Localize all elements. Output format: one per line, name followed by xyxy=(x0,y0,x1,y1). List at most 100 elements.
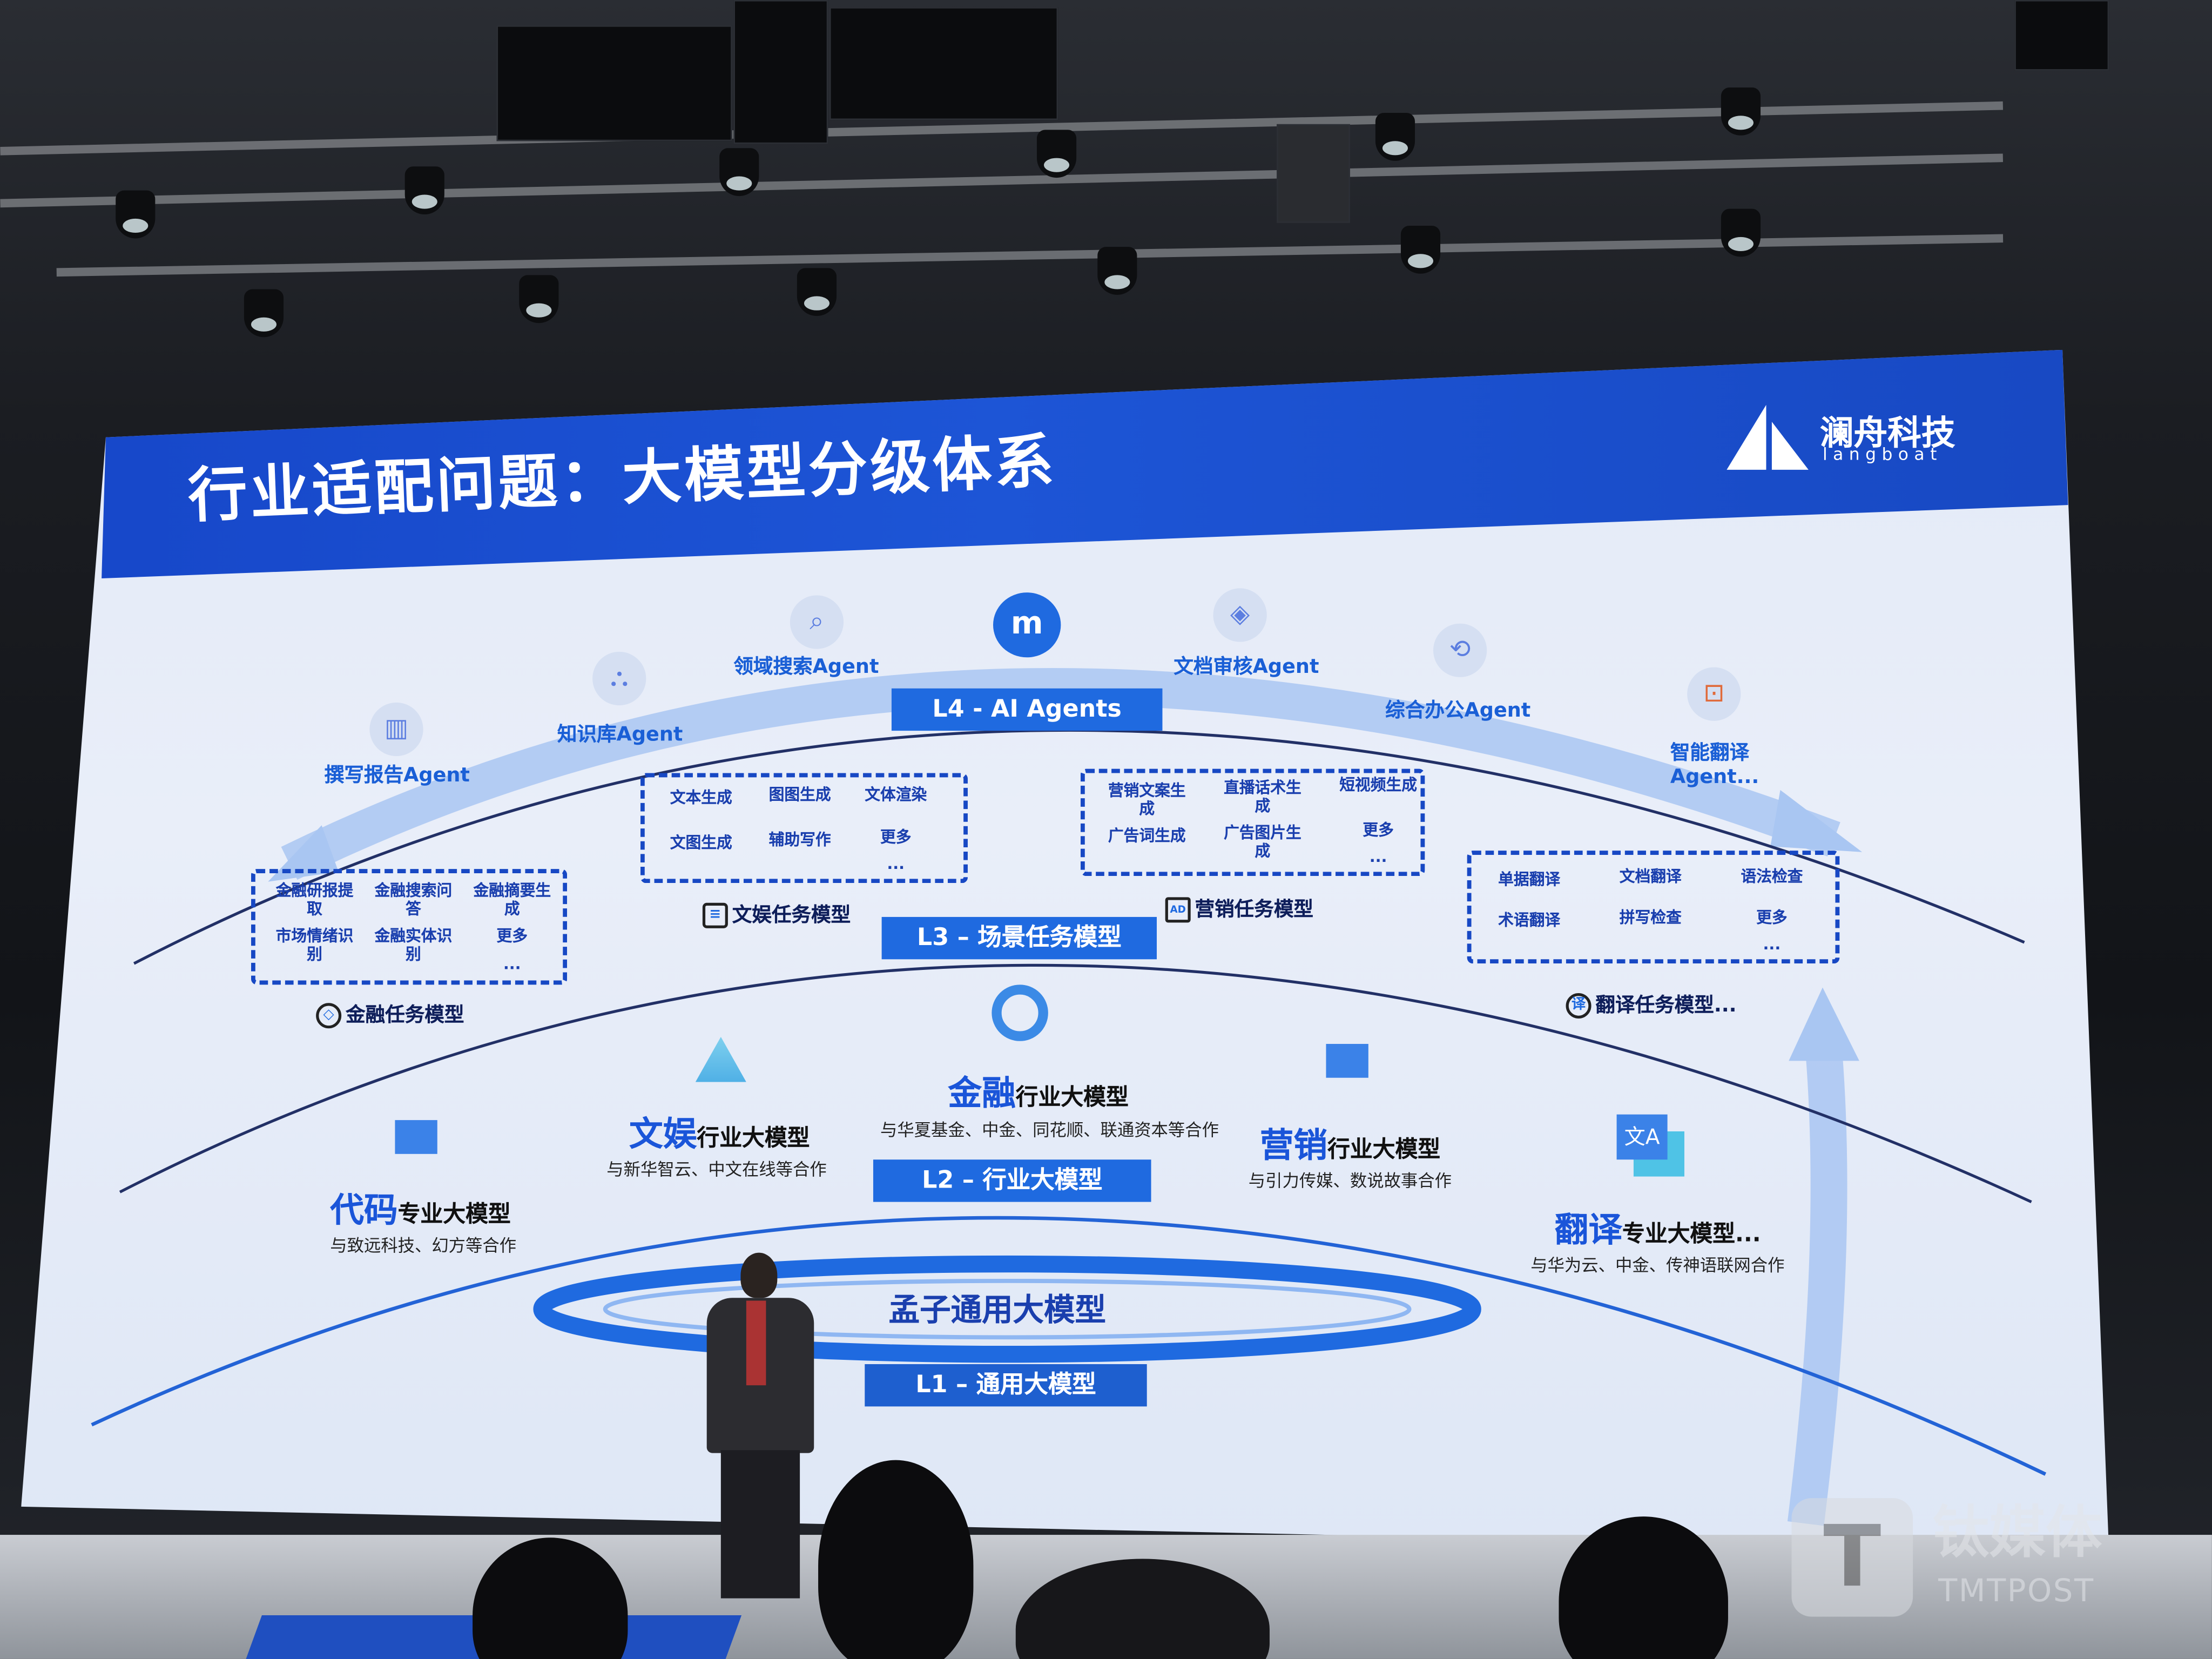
presenter-head xyxy=(740,1252,778,1298)
task-item: 广告图片生成 xyxy=(1224,824,1301,861)
stage-light xyxy=(719,148,759,197)
level-l2-label: L2 – 行业大模型 xyxy=(873,1159,1151,1202)
model-highlight: 代码 xyxy=(330,1190,398,1230)
model-rest: 行业大模型 xyxy=(1015,1083,1129,1110)
task-item: 文本生成 xyxy=(670,788,732,807)
audience-head xyxy=(1559,1516,1728,1659)
model-highlight: 营销 xyxy=(1259,1125,1328,1165)
audience-head xyxy=(818,1460,974,1659)
task-item: 更多 xyxy=(1756,908,1788,927)
marketing-model-title: 营销行业大模型 xyxy=(1260,1117,1440,1166)
entertainment-task-label: ≡文娱任务模型 xyxy=(702,900,851,928)
finance-model-partners: 与华夏基金、中金、同花顺、联通资本等合作 xyxy=(880,1120,1219,1140)
agent-arrow-head-right xyxy=(1770,790,1863,852)
task-item: 金融实体识别 xyxy=(374,927,453,964)
task-item-more: ... xyxy=(503,955,521,974)
presenter-lanyard xyxy=(746,1300,766,1386)
task-item: 直播话术生成 xyxy=(1224,778,1301,815)
translate-icon: 文A xyxy=(1616,1114,1668,1160)
task-item-more: ... xyxy=(887,854,905,873)
model-rest: 行业大模型 xyxy=(697,1124,810,1151)
chart-doc-icon: ▥ xyxy=(369,702,423,757)
task-item-more: ... xyxy=(1763,935,1781,954)
task-item: 金融搜索问答 xyxy=(374,881,453,919)
task-item: 更多 xyxy=(1363,821,1394,840)
sail-logo-icon xyxy=(1727,404,1809,470)
entertainment-task-box: 文本生成 图图生成 文体渲染 文图生成 辅助写作 更多 ... xyxy=(640,773,968,884)
agent-translation-line1: 智能翻译 xyxy=(1670,742,1750,765)
logo-sub: langboat xyxy=(1822,444,1943,464)
agent-domain-search: 领域搜索Agent xyxy=(733,656,879,679)
translation-task-box: 单据翻译 文档翻译 语法检查 术语翻译 拼写检查 更多 ... xyxy=(1467,851,1840,964)
marketing-task-text: 营销任务模型 xyxy=(1195,898,1313,921)
task-item-more: ... xyxy=(1369,847,1387,866)
task-item: 金融摘要生成 xyxy=(473,881,551,919)
logo-name: 澜舟科技 xyxy=(1819,413,1955,453)
model-rest: 专业大模型... xyxy=(1622,1220,1761,1247)
layers-icon: ◈ xyxy=(1213,588,1267,642)
translation-task-text: 翻译任务模型... xyxy=(1595,994,1737,1017)
model-highlight: 翻译 xyxy=(1554,1210,1623,1250)
level-l3-label: L3 – 场景任务模型 xyxy=(881,916,1157,960)
agent-flow-arrow xyxy=(281,668,1840,880)
agent-arrow-head-left xyxy=(268,825,339,882)
task-item: 拼写检查 xyxy=(1619,908,1682,927)
stage-light xyxy=(404,166,444,215)
stage-light xyxy=(519,275,559,323)
finance-model-title: 金融行业大模型 xyxy=(948,1065,1128,1114)
task-item: 单据翻译 xyxy=(1498,870,1561,889)
diamond-icon: ◇ xyxy=(316,1003,342,1029)
entertainment-model-title: 文娱行业大模型 xyxy=(629,1106,810,1155)
task-item: 营销文案生成 xyxy=(1108,781,1186,819)
agent-document-review: 文档审核Agent xyxy=(1174,656,1319,679)
office-icon: ⟲ xyxy=(1433,623,1487,677)
agent-translation-line2: Agent... xyxy=(1670,766,1759,789)
base-model-ring xyxy=(533,1255,1481,1363)
agent-knowledge-base: 知识库Agent xyxy=(557,724,683,746)
translation-model-partners: 与华为云、中金、传神语联网合作 xyxy=(1530,1255,1785,1276)
code-model-partners: 与致远科技、幻方等合作 xyxy=(330,1236,517,1256)
model-highlight: 金融 xyxy=(948,1073,1016,1114)
task-item: 文图生成 xyxy=(670,833,732,852)
stage-light xyxy=(116,190,156,239)
ceiling-speaker xyxy=(1277,124,1350,223)
marketing-task-box: 营销文案生成 直播话术生成 短视频生成 广告词生成 广告图片生成 更多 ... xyxy=(1080,768,1425,876)
ceiling-speaker xyxy=(496,25,732,141)
stage-light xyxy=(1375,112,1415,161)
presenter xyxy=(698,1252,820,1606)
ceiling-speaker xyxy=(733,0,828,144)
rise-arrow-head xyxy=(1789,987,1859,1061)
audience-head xyxy=(473,1537,628,1659)
stage-light xyxy=(1097,247,1137,295)
stage-light xyxy=(1400,225,1441,274)
task-item: 文档翻译 xyxy=(1619,867,1682,886)
model-rest: 专业大模型 xyxy=(397,1200,511,1228)
rise-arrow xyxy=(1787,1035,1847,1526)
presenter-legs xyxy=(720,1450,800,1599)
l2-arc xyxy=(91,1216,2047,1476)
stage-light xyxy=(244,289,284,338)
marketing-model-partners: 与引力传媒、数说故事合作 xyxy=(1248,1171,1452,1191)
task-item: 金融研报提取 xyxy=(275,881,354,919)
translation-task-label: 译翻译任务模型... xyxy=(1566,990,1737,1019)
ad-icon: AD xyxy=(1165,897,1191,923)
model-highlight: 文娱 xyxy=(629,1114,697,1154)
entertainment-task-text: 文娱任务模型 xyxy=(732,904,851,927)
model-rest: 行业大模型 xyxy=(1327,1135,1441,1163)
agent-office: 综合办公Agent xyxy=(1385,699,1531,723)
l3-arc xyxy=(119,963,2032,1203)
stage-light xyxy=(1721,87,1761,136)
task-item: 文体渲染 xyxy=(865,785,927,804)
finance-task-text: 金融任务模型 xyxy=(345,1004,464,1027)
ceiling-speaker xyxy=(2014,0,2109,71)
translate-frame-icon: ⊡ xyxy=(1687,667,1741,721)
task-item: 语法检查 xyxy=(1741,867,1803,886)
watermark-cn: 钛媒体 xyxy=(1932,1501,2102,1566)
list-icon: ≡ xyxy=(702,902,728,928)
translate-char-icon: 译 xyxy=(1566,993,1591,1019)
task-item: 更多 xyxy=(880,828,912,847)
chat-icon xyxy=(1326,1044,1380,1089)
stage-light xyxy=(1721,208,1761,257)
